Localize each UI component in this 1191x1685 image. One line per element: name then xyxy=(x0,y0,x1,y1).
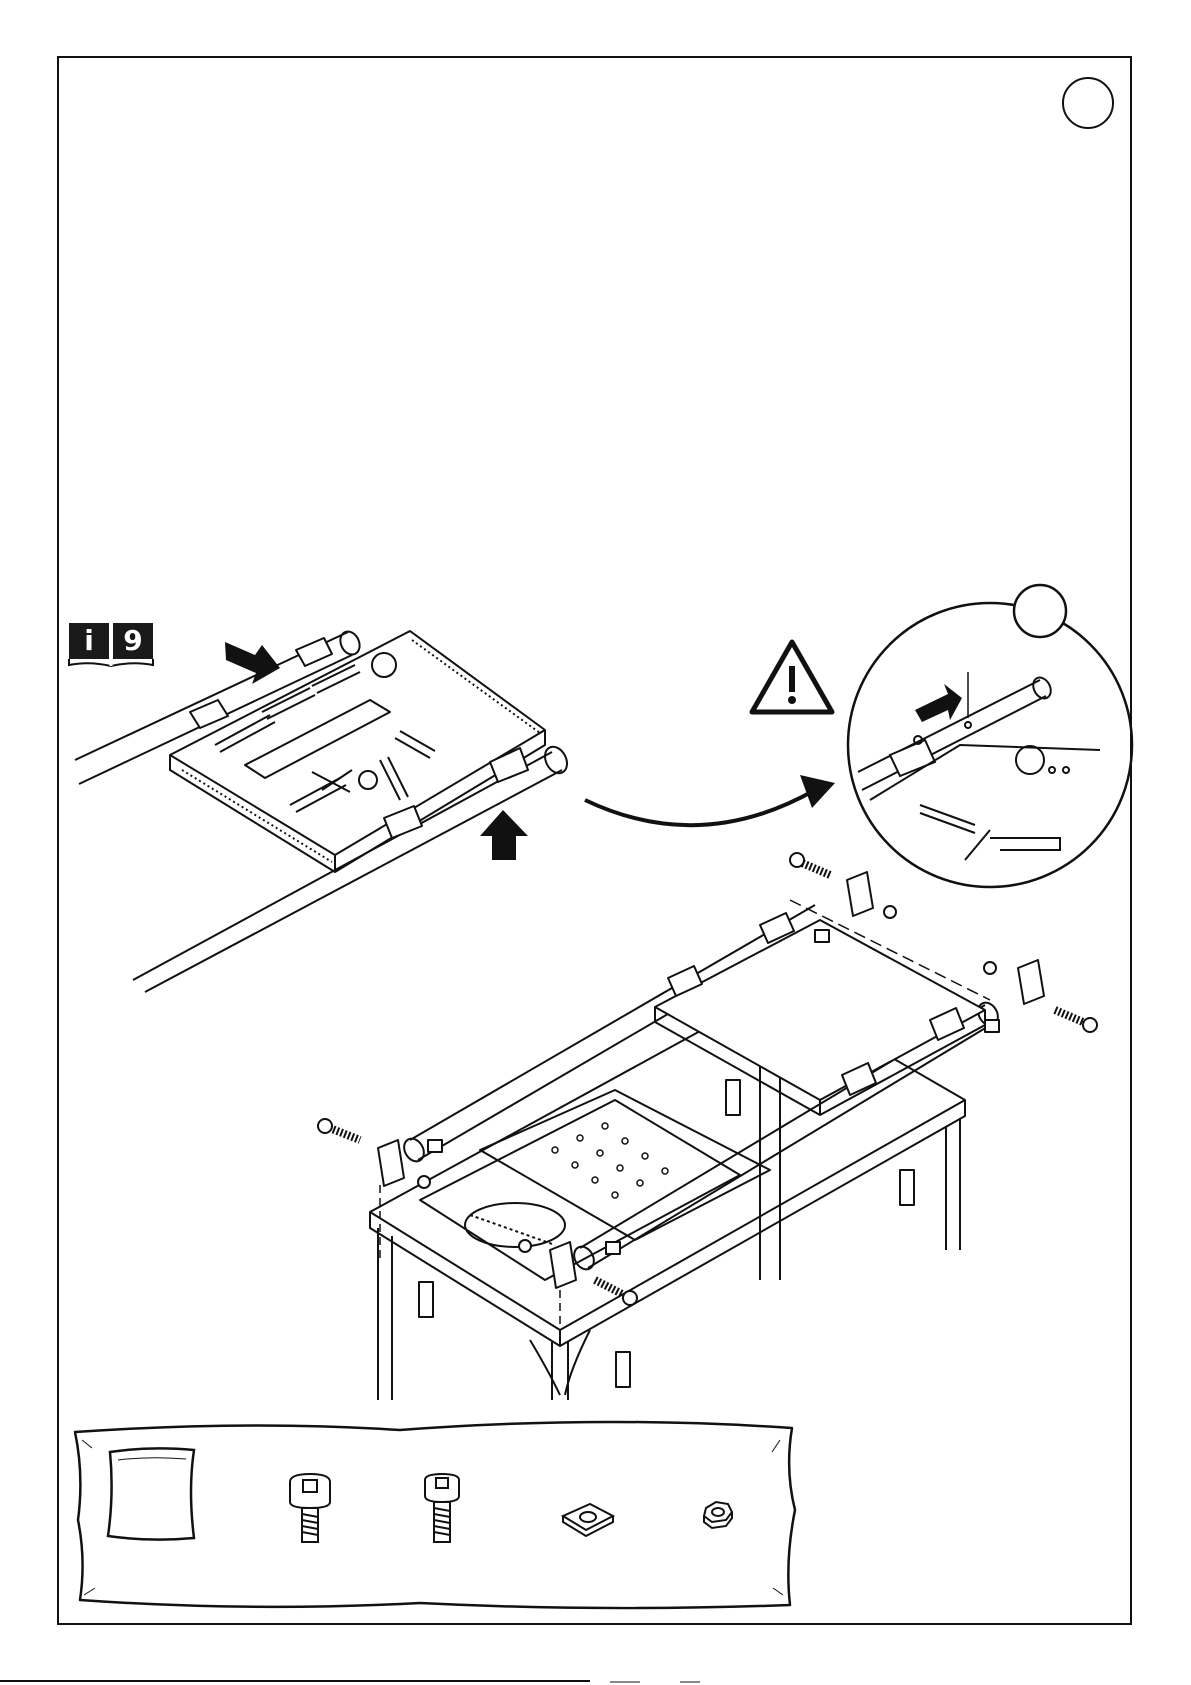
detail-push-arrow-icon xyxy=(915,684,962,722)
extension-table-top-view xyxy=(75,628,571,992)
curved-arrow-icon xyxy=(585,790,815,825)
workbench-assembly-view xyxy=(318,853,1097,1400)
detail-magnifier xyxy=(848,585,1132,887)
warning-triangle-icon xyxy=(752,642,832,712)
curved-arrow-head xyxy=(800,775,835,808)
lift-arrow-icon xyxy=(480,810,528,860)
